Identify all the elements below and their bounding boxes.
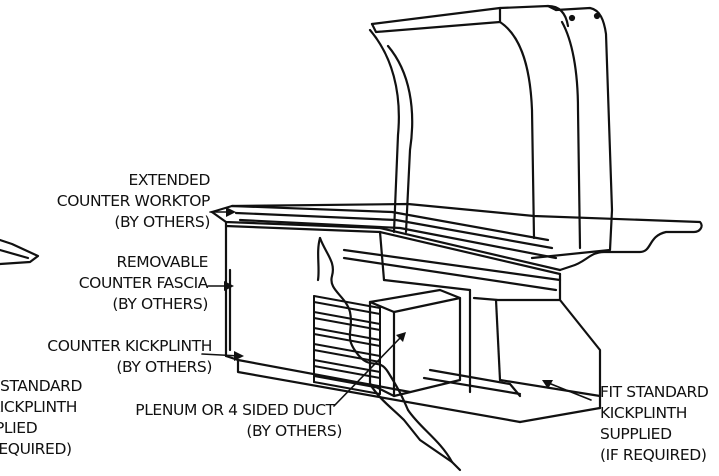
arrow-worktop: [226, 207, 236, 217]
label-plenum-duct: PLENUM OR 4 SIDED DUCT (BY OTHERS): [135, 401, 342, 440]
counter-worktop: [210, 202, 703, 276]
leader-lines: [201, 211, 592, 407]
arrow-right-kickplinth: [542, 380, 553, 389]
arrow-plenum: [396, 332, 406, 342]
counter-body: [224, 224, 602, 424]
label-extended-worktop: EXTENDED COUNTER WORKTOP (BY OTHERS): [56, 171, 211, 231]
arrow-kickplinth: [234, 351, 244, 361]
left-worktop-fragment: [0, 238, 40, 266]
arrow-fascia: [224, 281, 234, 291]
plenum-duct: [368, 288, 462, 398]
label-left-kickplinth: STANDARD KICKPLINTH PPLIED REQUIRED): [0, 377, 83, 458]
label-right-kickplinth: FIT STANDARD KICKPLINTH SUPPLIED (IF REQ…: [600, 383, 709, 464]
display-canopy: [368, 4, 614, 260]
cutaway-edge: [316, 236, 462, 472]
label-removable-fascia: REMOVABLE COUNTER FASCIA (BY OTHERS): [78, 253, 209, 313]
label-counter-kickplinth: COUNTER KICKPLINTH (BY OTHERS): [47, 337, 212, 376]
